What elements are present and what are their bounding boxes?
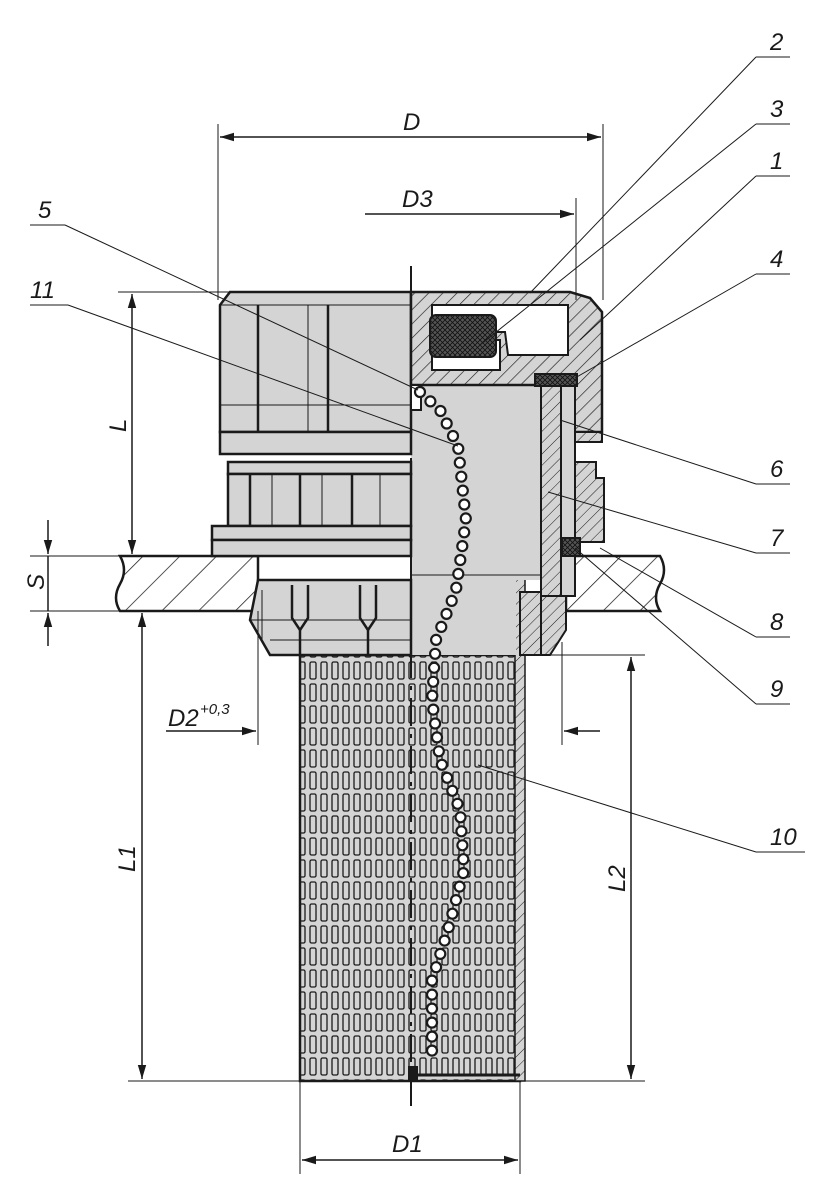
part-number-11: 11 xyxy=(30,277,55,304)
chain-ball xyxy=(425,1030,439,1043)
chain-ball xyxy=(446,429,460,443)
chain-ball xyxy=(424,395,437,408)
chain-ball xyxy=(435,620,448,634)
chain-ball xyxy=(429,647,442,660)
chain-ball xyxy=(459,512,472,525)
cap-exterior xyxy=(210,290,413,558)
dim-s-label: S xyxy=(23,574,50,590)
chain-ball xyxy=(454,811,467,824)
chain-ball xyxy=(445,594,458,608)
chain-ball xyxy=(442,921,455,934)
chain-ball xyxy=(430,731,444,744)
chain-ball xyxy=(428,661,441,674)
cap-section xyxy=(409,290,604,443)
part-number-7: 7 xyxy=(770,525,785,552)
dim-l2-label: L2 xyxy=(604,865,631,892)
chain-ball xyxy=(457,853,470,866)
chain-ball xyxy=(456,539,469,553)
chain-ball xyxy=(450,581,463,594)
leader-lines xyxy=(30,56,805,853)
chain-ball xyxy=(454,553,467,567)
part-number-4: 4 xyxy=(770,246,783,273)
chain-ball xyxy=(457,866,470,880)
chain-end-clip xyxy=(408,1066,418,1082)
chain-ball xyxy=(432,745,445,758)
chain-ball xyxy=(427,703,440,716)
part-number-1: 1 xyxy=(770,148,783,175)
body-sleeve xyxy=(519,385,605,656)
chain-ball xyxy=(440,607,453,621)
snap-collet-left xyxy=(248,578,413,657)
chain-ball xyxy=(455,825,468,838)
chain-ball xyxy=(452,442,465,455)
chain-ball xyxy=(430,633,443,647)
chain-ball xyxy=(425,1016,439,1029)
chain-ball xyxy=(435,758,448,771)
dim-l-label: L xyxy=(105,419,132,432)
chain-ball xyxy=(413,385,427,399)
part-number-2: 2 xyxy=(769,29,783,56)
chain-ball xyxy=(429,717,442,730)
chain-ball xyxy=(438,934,451,947)
dim-d1-label: D1 xyxy=(392,1131,423,1158)
chain-ball xyxy=(440,417,453,430)
chain-ball xyxy=(427,675,440,688)
chain-ball xyxy=(456,484,469,497)
ball-chain xyxy=(413,385,472,1057)
chain-ball xyxy=(446,907,459,920)
chain-ball xyxy=(449,893,463,907)
chain-ball xyxy=(458,526,471,539)
part-number-3: 3 xyxy=(770,96,784,123)
part-number-10: 10 xyxy=(770,824,797,851)
chain-ball xyxy=(451,797,464,810)
chain-ball xyxy=(453,456,466,469)
chain-ball xyxy=(425,1044,439,1057)
chain-ball xyxy=(434,947,447,961)
mounting-plate xyxy=(114,554,666,613)
part-number-5: 5 xyxy=(38,197,52,224)
chain-ball xyxy=(441,771,454,784)
dim-d2-tolerance: +0,3 xyxy=(200,701,230,718)
dim-l1-label: L1 xyxy=(114,845,141,872)
chain-ball xyxy=(453,880,466,893)
dim-d-label: D xyxy=(403,109,420,136)
part-number-6: 6 xyxy=(770,456,784,483)
chain-ball xyxy=(452,567,465,581)
part-number-9: 9 xyxy=(770,676,783,703)
chain-ball xyxy=(430,961,443,974)
chain-ball xyxy=(425,1002,439,1015)
chain-ball xyxy=(434,404,447,418)
chain-ball xyxy=(458,498,471,511)
chain-ball xyxy=(425,988,439,1001)
inner-tube xyxy=(411,380,541,655)
dim-d3-label: D3 xyxy=(402,186,433,213)
part-number-8: 8 xyxy=(770,609,784,636)
chain-ball xyxy=(455,470,468,483)
chain-ball xyxy=(446,784,459,797)
dim-d2-label: D2 xyxy=(168,705,199,732)
chain-ball xyxy=(456,839,469,852)
chain-ball xyxy=(425,974,439,987)
dimension-lines xyxy=(30,124,645,1174)
chain-ball xyxy=(426,689,439,702)
